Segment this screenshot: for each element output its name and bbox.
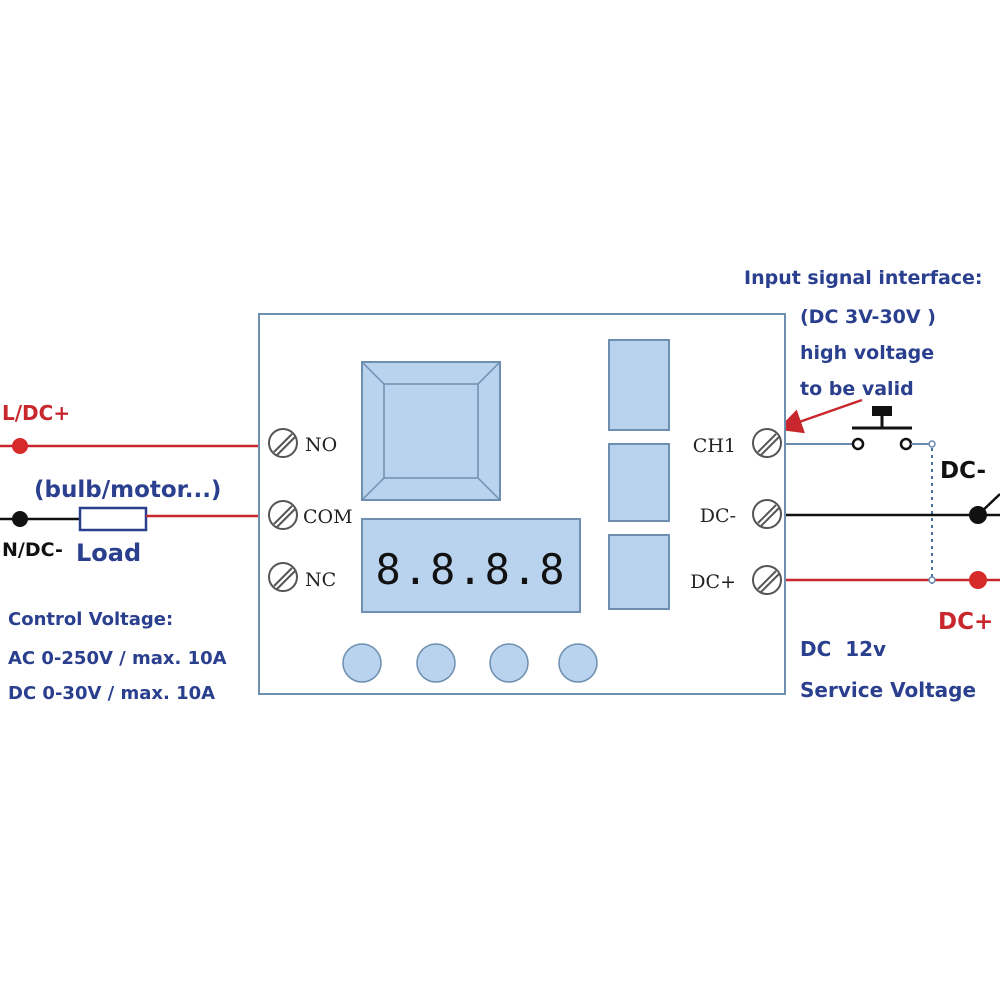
module-button-2[interactable] bbox=[416, 643, 456, 683]
screw-terminal-icon bbox=[268, 500, 298, 530]
module-button-4[interactable] bbox=[558, 643, 598, 683]
display-readout: 8.8.8.8 bbox=[375, 545, 566, 594]
neutral-label: N/DC- bbox=[2, 539, 63, 561]
screw-terminal-icon bbox=[752, 499, 782, 529]
load-hint-label: (bulb/motor...) bbox=[34, 477, 221, 503]
dc-plus-node-dot bbox=[969, 571, 987, 589]
switch-out-node bbox=[928, 440, 936, 448]
segment-display bbox=[361, 518, 581, 613]
input-signal-title: Input signal interface: bbox=[744, 267, 983, 289]
resistor-load-icon bbox=[78, 506, 148, 532]
terminal-label-nc: NC bbox=[305, 569, 336, 591]
terminal-label-com: COM bbox=[303, 506, 353, 528]
screw-terminal-icon bbox=[268, 562, 298, 592]
terminal-label-no: NO bbox=[305, 434, 337, 456]
service-voltage-label: Service Voltage bbox=[800, 678, 976, 702]
screw-terminal-icon bbox=[752, 428, 782, 458]
input-signal-range: (DC 3V-30V ) bbox=[800, 306, 936, 328]
module-button-1[interactable] bbox=[342, 643, 382, 683]
service-voltage-value: DC 12v bbox=[800, 637, 886, 661]
component-block-middle bbox=[608, 443, 670, 522]
module-button-3[interactable] bbox=[489, 643, 529, 683]
neutral-node-dot bbox=[12, 511, 28, 527]
control-voltage-dc: DC 0-30V / max. 10A bbox=[8, 683, 215, 704]
load-label: Load bbox=[76, 539, 141, 567]
control-voltage-ac: AC 0-250V / max. 10A bbox=[8, 648, 227, 669]
screw-terminal-icon bbox=[268, 428, 298, 458]
dc-minus-lead bbox=[977, 493, 1000, 516]
control-voltage-title: Control Voltage: bbox=[8, 609, 173, 630]
module-board bbox=[258, 313, 786, 695]
push-button-switch-icon bbox=[851, 406, 913, 451]
line-node-dot bbox=[12, 438, 28, 454]
input-signal-note-1: high voltage bbox=[800, 342, 934, 364]
screw-terminal-icon bbox=[752, 565, 782, 595]
relay-component bbox=[361, 361, 501, 501]
component-block-bottom bbox=[608, 534, 670, 610]
terminal-label-dc-plus: DC+ bbox=[690, 571, 736, 593]
arrow-icon bbox=[777, 398, 863, 434]
line-label: L/DC+ bbox=[2, 401, 70, 425]
input-signal-note-2: to be valid bbox=[800, 378, 914, 400]
dc-plus-label: DC+ bbox=[938, 609, 993, 635]
dotted-junction-node bbox=[928, 576, 936, 584]
terminal-label-ch1: CH1 bbox=[693, 435, 736, 457]
component-block-top bbox=[608, 339, 670, 431]
terminal-label-dc-minus: DC- bbox=[700, 505, 736, 527]
dc-minus-label: DC- bbox=[940, 458, 986, 484]
